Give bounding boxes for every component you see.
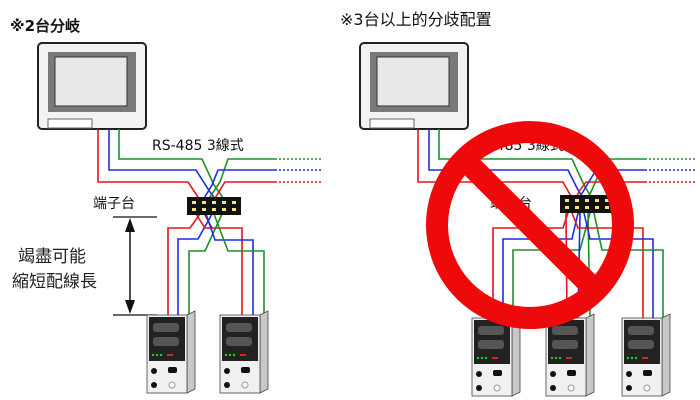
right-panel: ※3台以上的分歧配置 RS-485 3線式 端子台 (340, 10, 695, 397)
controller-device-icon (146, 310, 196, 394)
bus-wires (97, 129, 322, 315)
prohibited-sign-icon (426, 121, 634, 329)
hmi-touch-panel-icon (359, 42, 469, 130)
note-line-2: 縮短配線長 (12, 272, 97, 292)
bus-label: RS-485 3線式 (152, 138, 244, 154)
terminal-block-icon (560, 195, 614, 213)
left-panel: ※2台分岐 RS-485 3線式 端子台 (10, 17, 322, 394)
controller-device-icon (621, 313, 671, 397)
note-line-1: 竭盡可能 (18, 247, 86, 267)
double-arrow-icon (113, 216, 157, 316)
terminal-label: 端子台 (93, 196, 135, 212)
right-title: ※3台以上的分歧配置 (340, 10, 492, 29)
hmi-touch-panel-icon (37, 42, 147, 130)
controller-device-icon (219, 310, 269, 394)
left-title: ※2台分岐 (10, 17, 81, 35)
terminal-block-icon (187, 197, 241, 215)
